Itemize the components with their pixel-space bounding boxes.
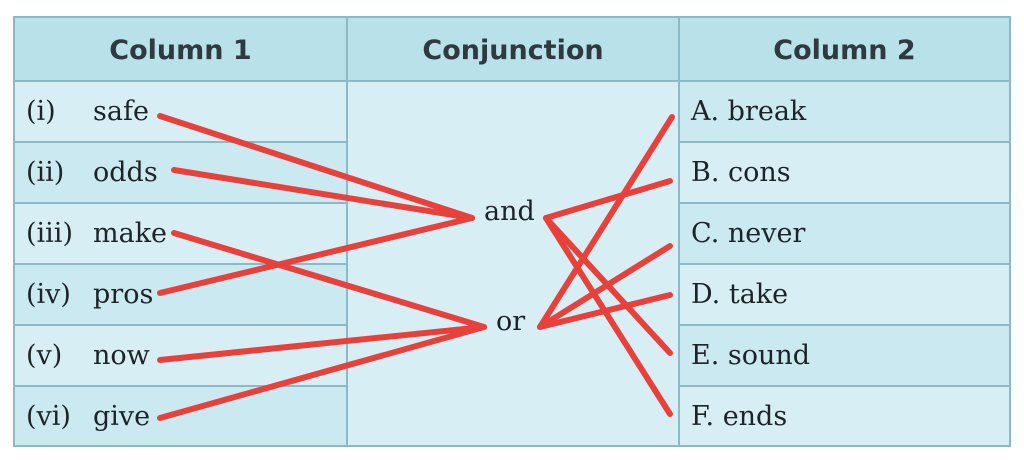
column-1-word: safe bbox=[93, 96, 149, 127]
column-1-numeral: (v) bbox=[26, 340, 63, 371]
column-1-numeral: (i) bbox=[26, 96, 56, 127]
column-2-row bbox=[679, 203, 1010, 264]
column-1-numeral: (iii) bbox=[26, 218, 73, 249]
column-2-item: D. take bbox=[691, 279, 789, 310]
column-1-row bbox=[14, 386, 347, 446]
header-column-2: Column 2 bbox=[679, 17, 1010, 81]
match-line bbox=[543, 215, 673, 417]
match-line bbox=[157, 324, 487, 421]
header-column-1: Column 1 bbox=[14, 17, 347, 81]
match-line bbox=[537, 243, 673, 330]
header-conjunction: Conjunction bbox=[347, 17, 679, 81]
match-line bbox=[157, 215, 475, 296]
column-2-row bbox=[679, 142, 1010, 203]
grid-line bbox=[13, 16, 15, 447]
column-1-word: pros bbox=[93, 279, 154, 310]
column-2-row bbox=[679, 81, 1010, 142]
grid-line bbox=[14, 263, 347, 265]
conjunction-and: and bbox=[484, 196, 535, 227]
grid-line bbox=[679, 202, 1010, 204]
match-line bbox=[543, 178, 673, 221]
grid-line bbox=[679, 263, 1010, 265]
grid-line bbox=[14, 141, 347, 143]
conjunction-cell bbox=[347, 81, 679, 446]
column-1-numeral: (vi) bbox=[26, 401, 71, 432]
column-1-word: now bbox=[93, 340, 150, 371]
match-line bbox=[157, 113, 475, 221]
grid-line bbox=[679, 141, 1010, 143]
column-2-item: F. ends bbox=[691, 401, 788, 432]
header-column-1-label: Column 1 bbox=[109, 35, 252, 66]
match-line bbox=[171, 230, 487, 330]
grid-line bbox=[679, 385, 1010, 387]
grid-line bbox=[14, 445, 1010, 447]
column-1-word: give bbox=[93, 401, 151, 432]
grid-line bbox=[14, 16, 1010, 18]
match-line bbox=[157, 324, 487, 363]
column-1-word: odds bbox=[93, 157, 158, 188]
header-column-2-label: Column 2 bbox=[773, 35, 916, 66]
match-line bbox=[537, 292, 673, 330]
column-1-row bbox=[14, 81, 347, 142]
column-1-numeral: (ii) bbox=[26, 157, 65, 188]
grid-line bbox=[679, 324, 1010, 326]
grid-line bbox=[14, 202, 347, 204]
match-line bbox=[171, 167, 475, 221]
grid-line bbox=[346, 16, 348, 447]
header-conjunction-label: Conjunction bbox=[422, 35, 604, 66]
column-2-row bbox=[679, 325, 1010, 386]
column-2-item: E. sound bbox=[691, 340, 811, 371]
grid-line bbox=[14, 324, 347, 326]
grid-line bbox=[678, 16, 680, 447]
column-1-row bbox=[14, 264, 347, 325]
column-2-row bbox=[679, 264, 1010, 325]
column-2-row bbox=[679, 386, 1010, 446]
grid-line bbox=[1009, 16, 1011, 447]
match-line bbox=[537, 114, 675, 330]
column-1-word: make bbox=[93, 218, 168, 249]
column-1-numeral: (iv) bbox=[26, 279, 71, 310]
grid-line bbox=[14, 385, 347, 387]
column-2-item: B. cons bbox=[691, 157, 791, 188]
conjunction-or: or bbox=[496, 306, 526, 337]
column-2-item: A. break bbox=[691, 96, 807, 127]
grid-line bbox=[14, 80, 1010, 82]
column-2-item: C. never bbox=[691, 218, 806, 249]
